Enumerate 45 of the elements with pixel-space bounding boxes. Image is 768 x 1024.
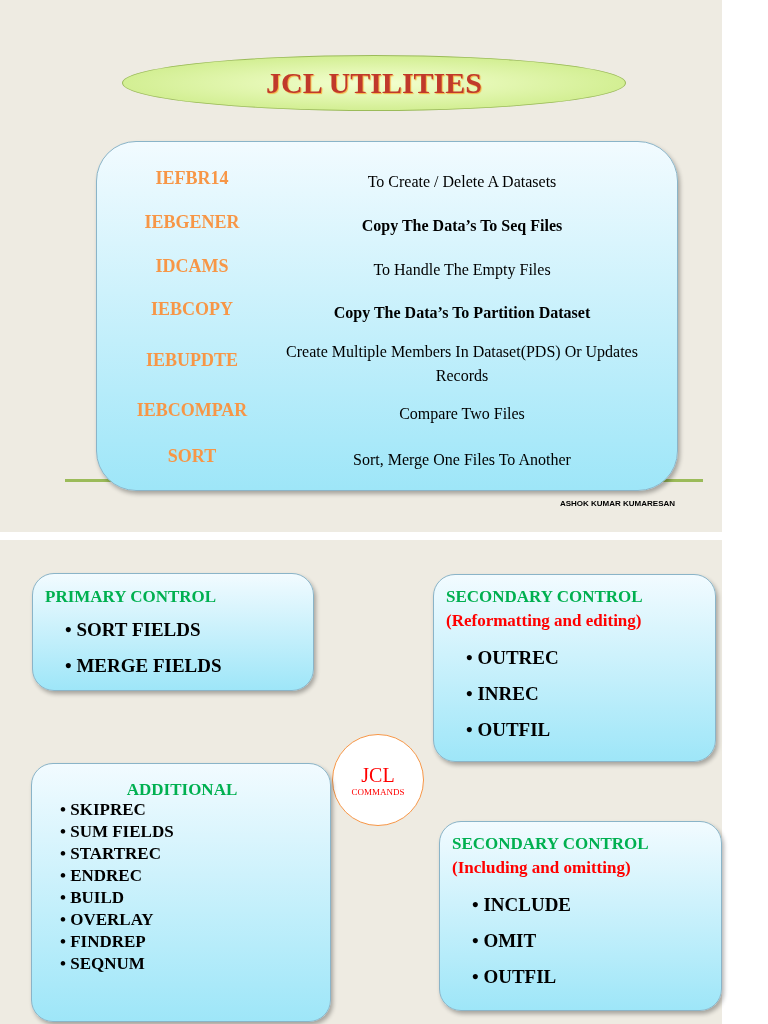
- utility-name: IEFBR14: [154, 168, 230, 189]
- utility-description: To Create / Delete A Datasets: [366, 172, 558, 192]
- card-heading: SECONDARY CONTROL: [452, 834, 650, 854]
- author-credit: ASHOK KUMAR KUMARESAN: [558, 499, 677, 508]
- list-item: • OUTFIL: [466, 719, 552, 741]
- control-card: [439, 821, 722, 1011]
- utility-description: Compare Two Files: [398, 404, 526, 425]
- utility-description: Copy The Data’s To Seq Files: [360, 216, 564, 237]
- table-panel: [96, 141, 678, 491]
- card-heading: SECONDARY CONTROL: [446, 587, 644, 607]
- utility-name: SORT: [166, 446, 218, 467]
- circle-title: JCL: [361, 763, 395, 787]
- list-item: • SORT FIELDS: [65, 619, 202, 641]
- list-item: • ENDREC: [60, 866, 143, 886]
- list-item: • FINDREP: [60, 932, 147, 952]
- circle-subtitle: COMMANDS: [351, 786, 405, 797]
- card-subheading: (Reformatting and editing): [446, 611, 643, 631]
- utility-name: IEBCOPY: [150, 299, 234, 320]
- list-item: • MERGE FIELDS: [65, 655, 223, 677]
- list-item: • SKIPREC: [60, 800, 147, 820]
- control-card: [433, 574, 716, 762]
- utility-name: IEBUPDTE: [145, 350, 239, 371]
- list-item: • OUTREC: [466, 647, 560, 669]
- card-subheading: (Including and omitting): [452, 858, 632, 878]
- list-item: • OVERLAY: [60, 910, 155, 930]
- card-heading: ADDITIONAL: [125, 780, 239, 800]
- list-item: • SUM FIELDS: [60, 822, 175, 842]
- list-item: • SEQNUM: [60, 954, 146, 974]
- utility-description: Sort, Merge One Files To Another: [352, 450, 572, 471]
- title-text: JCL UTILITIES: [266, 66, 482, 100]
- list-item: • INREC: [466, 683, 540, 705]
- utility-name: IDCAMS: [154, 256, 230, 277]
- list-item: • INCLUDE: [472, 894, 573, 916]
- card-heading: PRIMARY CONTROL: [45, 587, 218, 607]
- control-card: [32, 573, 314, 691]
- list-item: • STARTREC: [60, 844, 162, 864]
- utility-description: Copy The Data’s To Partition Dataset: [332, 303, 592, 324]
- list-item: • BUILD: [60, 888, 126, 908]
- utility-name: IEBCOMPAR: [135, 400, 249, 421]
- list-item: • OMIT: [472, 930, 538, 952]
- control-card: [31, 763, 331, 1022]
- list-item: • OUTFIL: [472, 966, 558, 988]
- utility-name: IEBGENER: [143, 212, 241, 233]
- utility-description: To Handle The Empty Files: [372, 260, 552, 281]
- utility-description: Create Multiple Members In Dataset(PDS) Or Updates Records: [285, 342, 639, 386]
